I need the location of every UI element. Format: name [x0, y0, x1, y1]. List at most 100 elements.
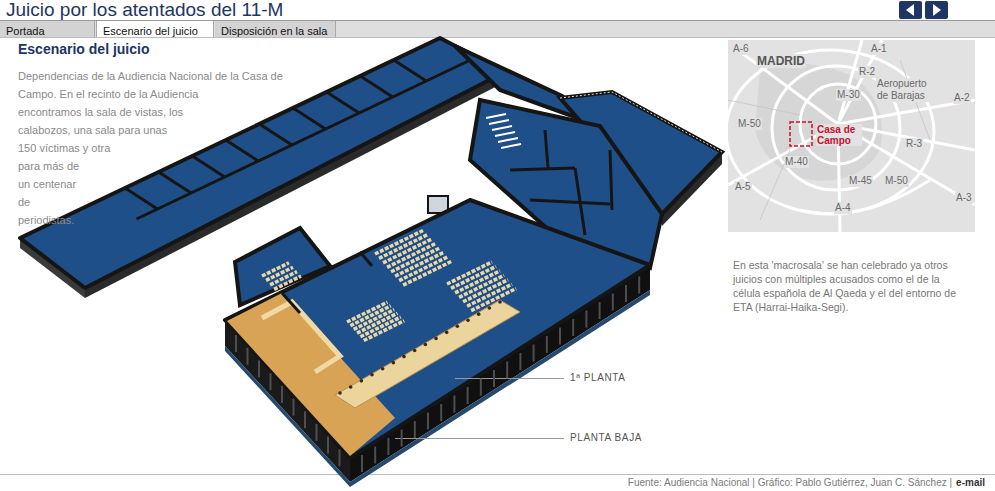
- leader-line: [455, 378, 564, 379]
- nav-button: [925, 1, 948, 19]
- chair: [381, 367, 385, 371]
- place-name: Casa de Campo: [816, 124, 862, 146]
- seat-row: [274, 276, 301, 289]
- room-wall: [394, 60, 427, 81]
- source-credit: Fuente: Audiencia Nacional | Gráfico: Pa…: [628, 477, 952, 489]
- road-name: A-6: [732, 43, 750, 55]
- room-wall: [293, 108, 326, 129]
- window-slit: [427, 413, 429, 430]
- window-slit: [612, 294, 614, 311]
- tribunal-desk: [262, 302, 340, 372]
- road-name: A-1: [870, 43, 888, 55]
- intro-block: Dependencias de la Audiencia Nacional de…: [18, 66, 348, 196]
- road-name: M-40: [784, 156, 809, 168]
- seat-row: [399, 256, 448, 280]
- place-name: Aeropuerto de Barajas: [876, 78, 936, 102]
- room-walls: [125, 60, 468, 219]
- window-slit: [585, 311, 587, 328]
- window-slit: [480, 379, 482, 396]
- window-slit: [304, 411, 306, 428]
- window-slit: [293, 399, 295, 416]
- window-slit: [361, 455, 363, 472]
- seat-row: [379, 234, 428, 258]
- chair: [370, 373, 374, 377]
- road-name: M-50: [737, 118, 762, 130]
- road-name: A-3: [955, 192, 973, 204]
- window-slit: [533, 345, 535, 362]
- window-slit: [401, 430, 403, 447]
- chair: [466, 318, 470, 322]
- road-name: A-5: [734, 181, 752, 193]
- seat-row: [383, 239, 432, 263]
- window-slit: [235, 335, 237, 352]
- window-slit: [506, 362, 508, 379]
- road-name: R-3: [905, 138, 923, 150]
- road-name: R-2: [858, 66, 876, 78]
- window-slit: [625, 285, 627, 302]
- email-link: e-mail: [956, 477, 985, 489]
- seat-row: [391, 248, 440, 272]
- chair: [445, 331, 449, 335]
- note-text: En esta 'macrosala' se han celebrado ya …: [733, 258, 968, 314]
- location-marker: [790, 122, 812, 146]
- window-slit: [559, 328, 561, 345]
- window-slit: [519, 353, 521, 370]
- room-wall: [226, 140, 258, 161]
- nav-button: [899, 1, 922, 19]
- tab-label: Disposición en la sala: [215, 23, 333, 39]
- road-network: [728, 40, 975, 232]
- road-name: M-45: [848, 175, 873, 187]
- window-slit: [467, 387, 469, 404]
- chairs: [338, 300, 502, 395]
- section-heading: Escenario del juicio: [18, 41, 150, 57]
- chair: [413, 349, 417, 353]
- seat-row: [375, 230, 424, 254]
- road-name: M-50: [884, 175, 909, 187]
- header-rule: [0, 37, 995, 38]
- chair: [392, 361, 396, 365]
- page-title: Juicio por los atentados del 11-M: [6, 0, 283, 21]
- room-wall: [192, 156, 225, 177]
- window-slit: [440, 404, 442, 421]
- window-slit: [414, 421, 416, 438]
- chair: [488, 306, 492, 310]
- room-wall: [360, 76, 393, 97]
- city-name: MADRID: [756, 54, 806, 68]
- window-slit: [258, 360, 260, 377]
- window-slit: [493, 370, 495, 387]
- tab: Escenario del juicio: [96, 21, 214, 37]
- window-slit: [572, 319, 574, 336]
- window-slit: [638, 277, 640, 294]
- window-slit: [599, 302, 601, 319]
- room-wall: [137, 61, 469, 219]
- seat-row: [364, 321, 404, 341]
- window-slit: [387, 438, 389, 455]
- defence-tables: [335, 300, 520, 408]
- tab: Disposición en la sala: [215, 21, 336, 37]
- generated-detail: [125, 60, 639, 472]
- tab: Portada: [0, 21, 95, 37]
- window-slit: [247, 348, 249, 365]
- chair: [360, 379, 364, 383]
- window-slit: [374, 447, 376, 464]
- window-slit: [327, 437, 329, 454]
- footer-rule: [0, 474, 995, 475]
- seat-row: [395, 252, 444, 276]
- floor-label: PLANTA BAJA: [570, 431, 642, 445]
- courtroom-walls: [282, 252, 372, 313]
- staircase: [486, 114, 521, 148]
- room-wall: [327, 92, 360, 113]
- window-slit: [270, 373, 272, 390]
- tab-label: Portada: [0, 23, 51, 39]
- city-area: [755, 64, 882, 181]
- window-slit: [453, 396, 455, 413]
- chair: [349, 385, 353, 389]
- location-map: [728, 40, 975, 232]
- road-name: A-4: [834, 202, 852, 214]
- window-slit: [281, 386, 283, 403]
- chair: [456, 324, 460, 328]
- nav-arrow: [906, 4, 914, 16]
- chair: [424, 343, 428, 347]
- room-wall: [259, 124, 292, 145]
- room-wall: [159, 172, 192, 193]
